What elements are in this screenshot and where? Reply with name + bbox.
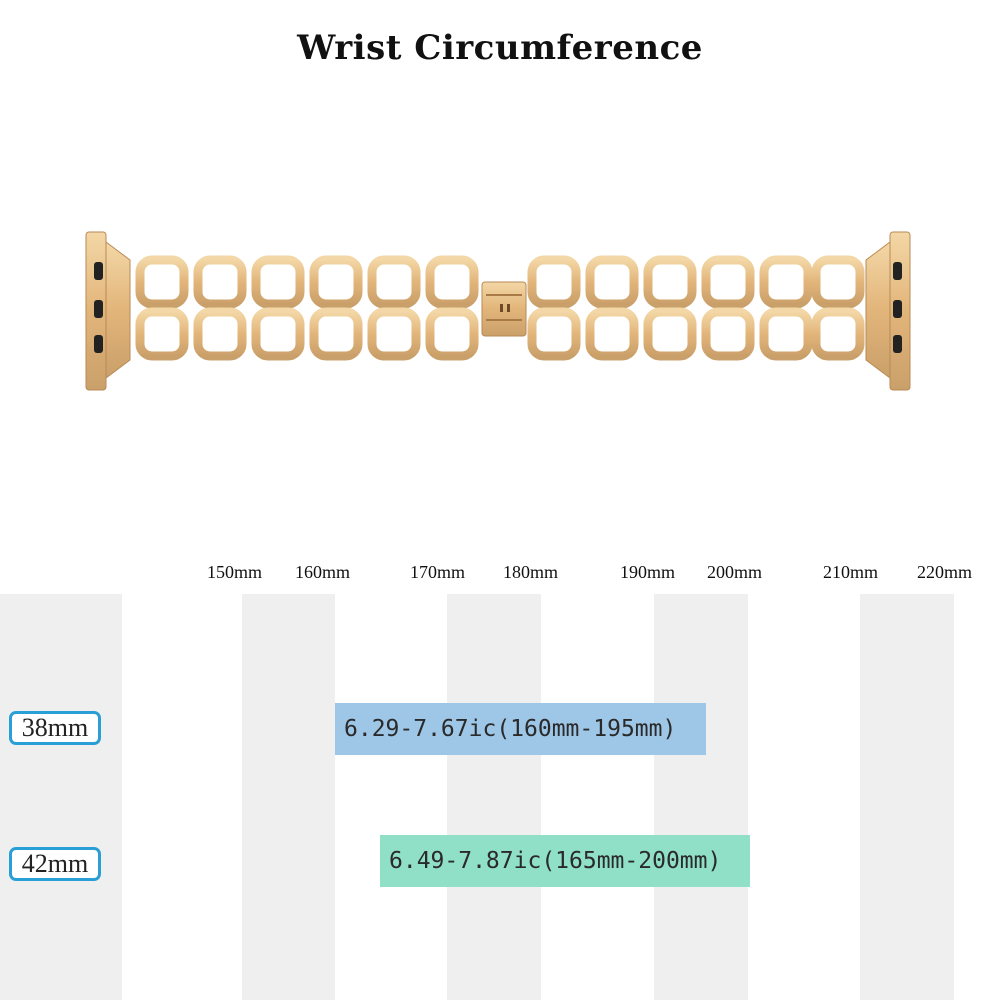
size-label-42mm: 42mm: [9, 847, 101, 881]
scale-tick-label: 160mm: [295, 562, 351, 582]
scale-tick-label: 170mm: [410, 562, 466, 582]
grid-stripe: [242, 594, 335, 1000]
scale-tick-label: 200mm: [707, 562, 763, 582]
size-label-38mm: 38mm: [9, 711, 101, 745]
range-bar-38mm: 6.29-7.67ic(160mm-195mm): [335, 703, 706, 755]
scale-tick-label: 220mm: [917, 562, 973, 582]
grid-stripe: [447, 594, 541, 1000]
range-bar-42mm: 6.49-7.87ic(165mm-200mm): [380, 835, 750, 887]
scale-tick-label: 180mm: [503, 562, 559, 582]
grid-stripe: [654, 594, 748, 1000]
page-title: Wrist Circumference: [297, 28, 703, 68]
grid-stripe: [0, 594, 122, 1000]
scale-tick-label: 150mm: [207, 562, 263, 582]
scale-tick-label: 210mm: [823, 562, 879, 582]
scale-tick-label: 190mm: [620, 562, 676, 582]
watch-band-image: [80, 220, 920, 400]
grid-stripe: [860, 594, 954, 1000]
